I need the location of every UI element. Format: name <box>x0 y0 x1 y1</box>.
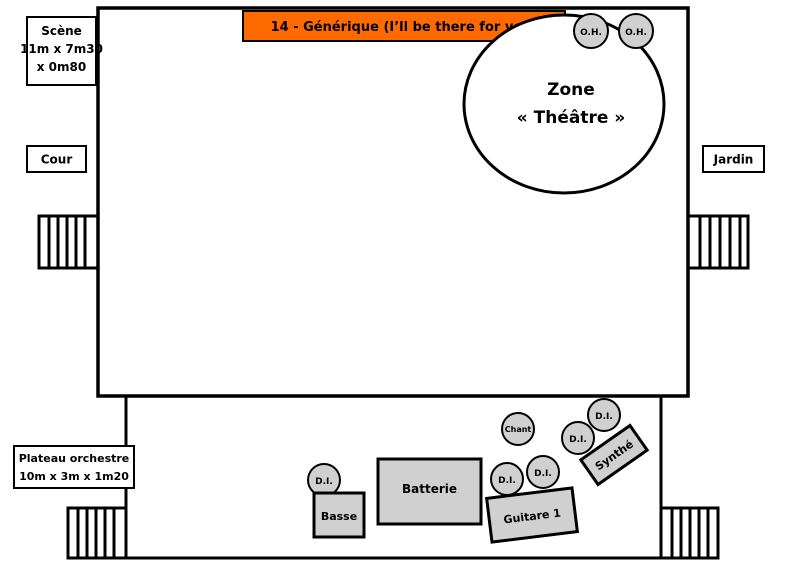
stairs-left-orchestra <box>66 506 128 560</box>
batterie-box: Batterie <box>376 457 483 526</box>
di-synth-left-text: D.I. <box>569 435 587 445</box>
side-left-text: Cour <box>41 153 73 167</box>
stage-info-box: Scène 11m x 7m30 x 0m80 <box>20 16 103 86</box>
di-synth-left: D.I. <box>561 421 595 455</box>
chant-mic: Chant <box>501 412 535 446</box>
stage-info-line2: 11m x 7m30 <box>20 42 103 56</box>
oh-right-mic: O.H. <box>618 13 654 49</box>
guitare-box: Guitare 1 <box>484 486 580 544</box>
zone-line2: « Théâtre » <box>517 108 626 128</box>
stairs-right-stage <box>686 214 750 270</box>
chant-text: Chant <box>505 425 532 434</box>
basse-box: Basse <box>312 491 366 539</box>
side-left-label: Cour <box>26 145 87 173</box>
di-synth-top-text: D.I. <box>595 412 613 422</box>
di-synth-top: D.I. <box>587 398 621 432</box>
oh-left-mic: O.H. <box>573 13 609 49</box>
orchestra-info-line2: 10m x 3m x 1m20 <box>19 470 129 483</box>
theatre-zone: Zone « Théâtre » <box>462 13 666 195</box>
di-basse-text: D.I. <box>315 477 333 487</box>
oh-right-text: O.H. <box>625 28 647 38</box>
stage-info-line3: x 0m80 <box>37 60 86 74</box>
stairs-right-orchestra <box>659 506 720 560</box>
di-guitar-right: D.I. <box>526 455 560 489</box>
side-right-label: Jardin <box>702 145 765 173</box>
side-right-text: Jardin <box>713 153 754 167</box>
di-guitar-right-text: D.I. <box>534 469 552 479</box>
zone-line1: Zone <box>547 80 595 100</box>
orchestra-info-line1: Plateau orchestre <box>19 452 130 465</box>
orchestra-info-box: Plateau orchestre 10m x 3m x 1m20 <box>13 445 135 489</box>
di-guitar-left: D.I. <box>490 462 524 496</box>
stage-info-line1: Scène <box>41 24 82 38</box>
basse-text: Basse <box>321 510 357 523</box>
di-guitar-left-text: D.I. <box>498 476 516 486</box>
stairs-left-stage <box>37 214 100 270</box>
batterie-text: Batterie <box>402 482 457 496</box>
di-basse: D.I. <box>307 463 341 497</box>
song-title: 14 - Générique (I’ll be there for you) <box>271 20 538 35</box>
oh-left-text: O.H. <box>580 28 602 38</box>
